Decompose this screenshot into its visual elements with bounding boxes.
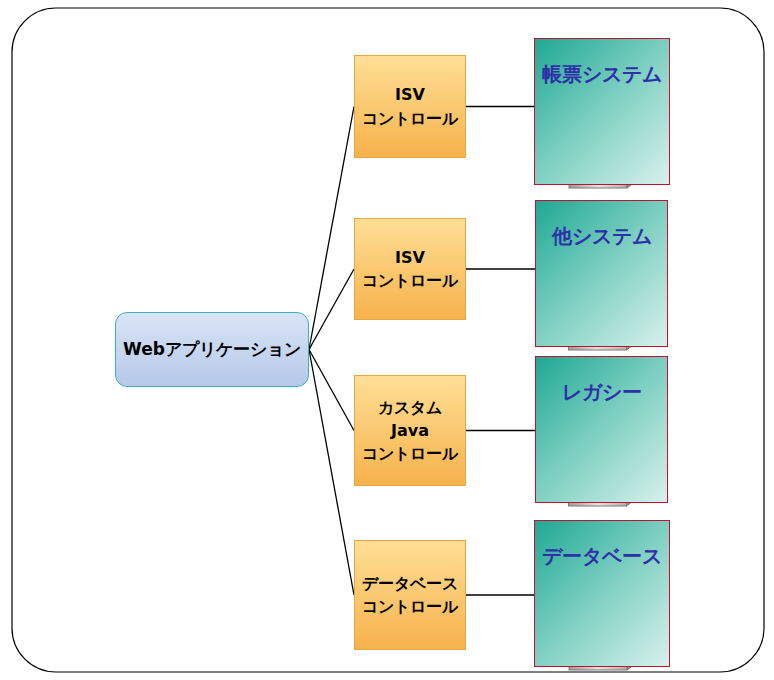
connector-line <box>309 350 354 431</box>
connector-line <box>466 106 534 107</box>
server-box: 帳票システム <box>534 38 670 185</box>
box-label: カスタム Java コントロール <box>362 396 458 466</box>
connector-line <box>309 350 354 596</box>
connector-line <box>309 107 354 350</box>
control-box: カスタム Java コントロール <box>354 375 466 486</box>
connector-line <box>466 430 535 431</box>
system-label: レガシー <box>562 379 642 406</box>
system-label: データベース <box>542 543 662 570</box>
outer-boundary <box>12 8 764 672</box>
server-box: レガシー <box>535 356 668 503</box>
control-box: データベース コントロール <box>354 540 466 650</box>
system-label: 他システム <box>552 223 652 250</box>
server-box: データベース <box>534 520 670 667</box>
control-box: ISV コントロール <box>354 55 466 158</box>
server-box: 他システム <box>535 200 668 347</box>
web-app-box: Webアプリケーション <box>115 312 309 387</box>
box-label: ISV コントロール <box>362 83 458 129</box>
connector-line <box>466 594 534 595</box>
connector-line <box>309 269 354 350</box>
box-label: データベース コントロール <box>362 572 458 618</box>
system-label: 帳票システム <box>542 61 662 88</box>
connector-line <box>466 268 535 269</box>
control-box: ISV コントロール <box>354 218 466 320</box>
box-label: Webアプリケーション <box>123 338 301 361</box>
box-label: ISV コントロール <box>362 246 458 292</box>
